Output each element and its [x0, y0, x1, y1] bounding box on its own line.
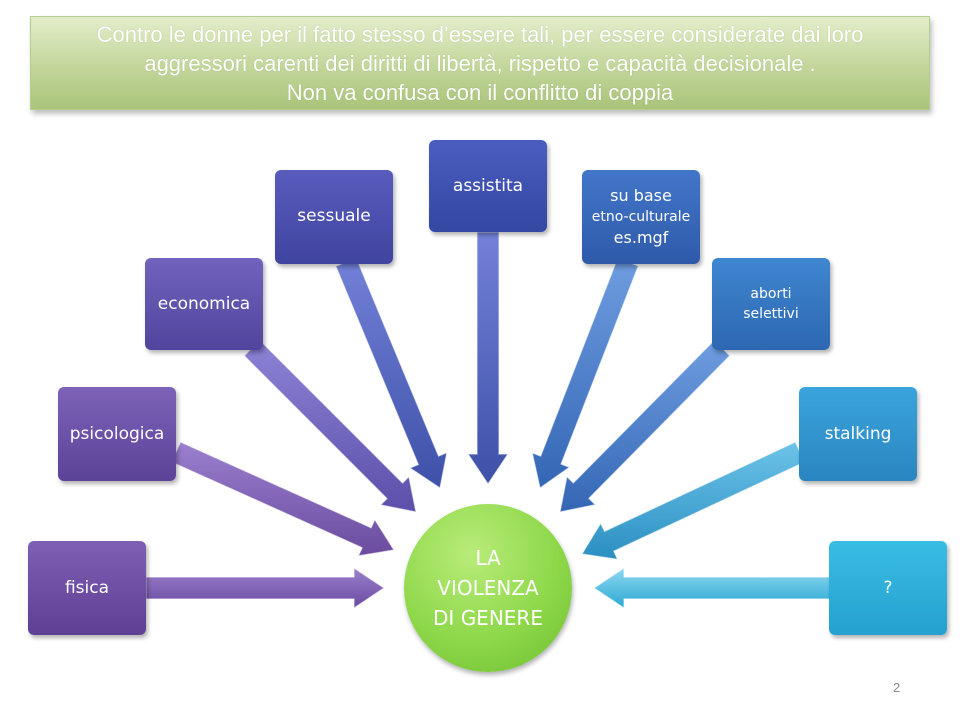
- page-number: 2: [893, 680, 901, 695]
- box-aborti-line-1: aborti: [750, 286, 792, 302]
- box-stalking-label: stalking: [824, 424, 892, 444]
- box-assistita-label: assistita: [452, 176, 524, 196]
- arrow-aborti: [559, 339, 731, 513]
- arrow-unknown: [592, 566, 831, 610]
- box-etno-line-1: su base: [610, 186, 672, 205]
- box-psicologica-label: psicologica: [69, 424, 165, 444]
- box-fisica-label: fisica: [64, 578, 110, 598]
- arrow-psicologica: [170, 441, 395, 557]
- box-assistita: assistita: [429, 140, 547, 232]
- banner-line-1: Contro le donne per il fatto stesso d’es…: [96, 21, 864, 47]
- banner-line-3: Non va confusa con il conflitto di coppi…: [286, 79, 674, 105]
- center-line-1: LA: [475, 546, 501, 570]
- arrow-sessuale: [335, 257, 448, 489]
- center-line-3: DI GENERE: [433, 606, 543, 630]
- box-unknown: ?: [829, 541, 947, 635]
- box-etno-line-3: es.mgf: [613, 228, 669, 247]
- box-fisica: fisica: [28, 541, 146, 635]
- box-stalking: stalking: [799, 387, 917, 481]
- box-aborti-line-2: selettivi: [743, 306, 799, 322]
- arrow-etno-culturale: [531, 257, 640, 490]
- arrow-assistita: [466, 231, 510, 486]
- box-etno-line-2: etno-culturale: [591, 209, 691, 225]
- box-sessuale-label: sessuale: [297, 206, 371, 226]
- banner-line-2: aggressori carenti dei diritti di libert…: [144, 50, 816, 76]
- arrow-stalking: [581, 441, 806, 561]
- box-sessuale: sessuale: [275, 170, 393, 264]
- box-economica: economica: [145, 258, 263, 350]
- box-unknown-label: ?: [883, 578, 893, 598]
- box-etno-culturale: su base etno-culturale es.mgf: [582, 170, 700, 264]
- definition-banner: Contro le donne per il fatto stesso d’es…: [30, 16, 930, 110]
- box-economica-label: economica: [157, 294, 251, 314]
- box-psicologica: psicologica: [58, 387, 176, 481]
- arrow-economica: [243, 339, 417, 513]
- center-circle: LA VIOLENZA DI GENERE: [404, 504, 572, 672]
- center-line-2: VIOLENZA: [437, 576, 539, 600]
- box-aborti-selettivi: aborti selettivi: [712, 258, 830, 350]
- arrow-fisica: [145, 566, 386, 610]
